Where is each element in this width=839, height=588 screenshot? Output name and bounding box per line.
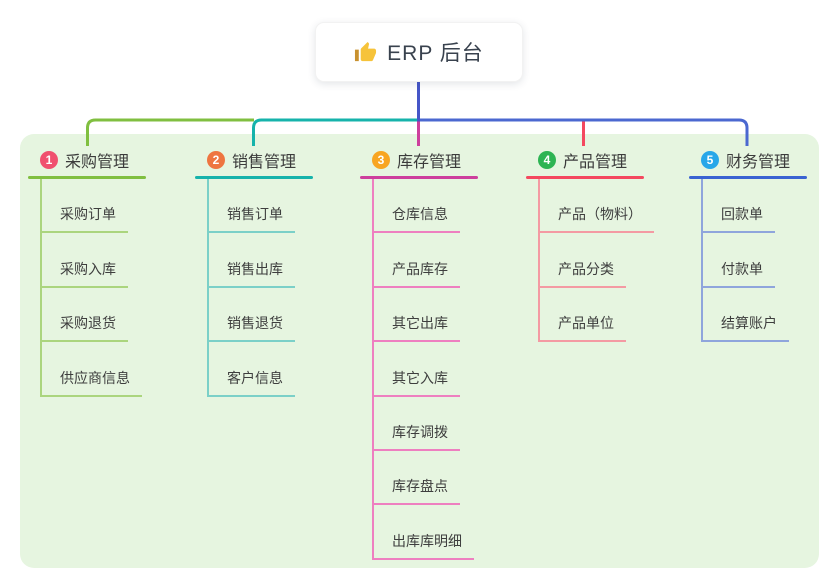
branch-children: 回款单 付款单 结算账户 (701, 179, 823, 343)
child-node[interactable]: 产品分类 (540, 259, 626, 288)
child-node[interactable]: 其它出库 (374, 313, 460, 343)
branch-number-badge: 2 (207, 151, 225, 169)
child-node[interactable]: 销售退货 (209, 313, 295, 343)
branch-children: 仓库信息 产品库存 其它出库 其它入库 库存调拨 库存盘点 出库库明细 (372, 179, 494, 560)
branch-purchase-title[interactable]: 1 采购管理 (28, 147, 162, 173)
branch-sales: 2 销售管理 销售订单 销售出库 销售退货 客户信息 (195, 147, 329, 397)
branch-label: 采购管理 (65, 154, 130, 171)
child-node[interactable]: 回款单 (703, 204, 775, 234)
branch-sales-title[interactable]: 2 销售管理 (195, 147, 329, 173)
branch-number-badge: 5 (701, 151, 719, 169)
child-node[interactable]: 其它入库 (374, 368, 460, 397)
branch-label: 销售管理 (232, 154, 297, 171)
branch-product: 4 产品管理 产品（物料） 产品分类 产品单位 (526, 147, 660, 343)
child-node[interactable]: 销售订单 (209, 204, 295, 234)
child-node[interactable]: 销售出库 (209, 259, 295, 288)
branch-underline (195, 176, 313, 179)
child-node[interactable]: 采购订单 (42, 204, 128, 234)
child-node[interactable]: 仓库信息 (374, 204, 460, 234)
child-node[interactable]: 付款单 (703, 259, 775, 288)
branch-underline (689, 176, 807, 179)
branch-inventory-title[interactable]: 3 库存管理 (360, 147, 494, 173)
root-node-label: ERP 后台 (387, 42, 484, 65)
branch-purchase: 1 采购管理 采购订单 采购入库 采购退货 供应商信息 (28, 147, 162, 397)
child-node[interactable]: 客户信息 (209, 368, 295, 397)
branch-number-badge: 3 (372, 151, 390, 169)
child-node[interactable]: 产品库存 (374, 259, 460, 288)
branch-label: 库存管理 (397, 154, 462, 171)
child-node[interactable]: 产品单位 (540, 313, 626, 343)
branch-number-badge: 4 (538, 151, 556, 169)
branch-underline (526, 176, 644, 179)
child-node[interactable]: 结算账户 (703, 313, 789, 343)
child-node[interactable]: 产品（物料） (540, 204, 654, 234)
branch-label: 产品管理 (563, 154, 628, 171)
root-node[interactable]: ERP 后台 (315, 22, 523, 82)
child-node[interactable]: 库存调拨 (374, 422, 460, 451)
branch-children: 销售订单 销售出库 销售退货 客户信息 (207, 179, 329, 397)
branch-finance: 5 财务管理 回款单 付款单 结算账户 (689, 147, 823, 343)
thumbs-up-icon (354, 41, 377, 64)
branch-inventory: 3 库存管理 仓库信息 产品库存 其它出库 其它入库 库存调拨 库存盘点 出库库… (360, 147, 494, 560)
branch-underline (28, 176, 146, 179)
branch-underline (360, 176, 478, 179)
branch-children: 产品（物料） 产品分类 产品单位 (538, 179, 660, 343)
branch-label: 财务管理 (726, 154, 791, 171)
child-node[interactable]: 采购入库 (42, 259, 128, 288)
branch-finance-title[interactable]: 5 财务管理 (689, 147, 823, 173)
branches-panel (20, 134, 819, 568)
child-node[interactable]: 库存盘点 (374, 476, 460, 506)
branch-number-badge: 1 (40, 151, 58, 169)
branch-product-title[interactable]: 4 产品管理 (526, 147, 660, 173)
child-node[interactable]: 供应商信息 (42, 368, 142, 397)
child-node[interactable]: 出库库明细 (374, 531, 474, 560)
child-node[interactable]: 采购退货 (42, 313, 128, 343)
branch-children: 采购订单 采购入库 采购退货 供应商信息 (40, 179, 162, 397)
